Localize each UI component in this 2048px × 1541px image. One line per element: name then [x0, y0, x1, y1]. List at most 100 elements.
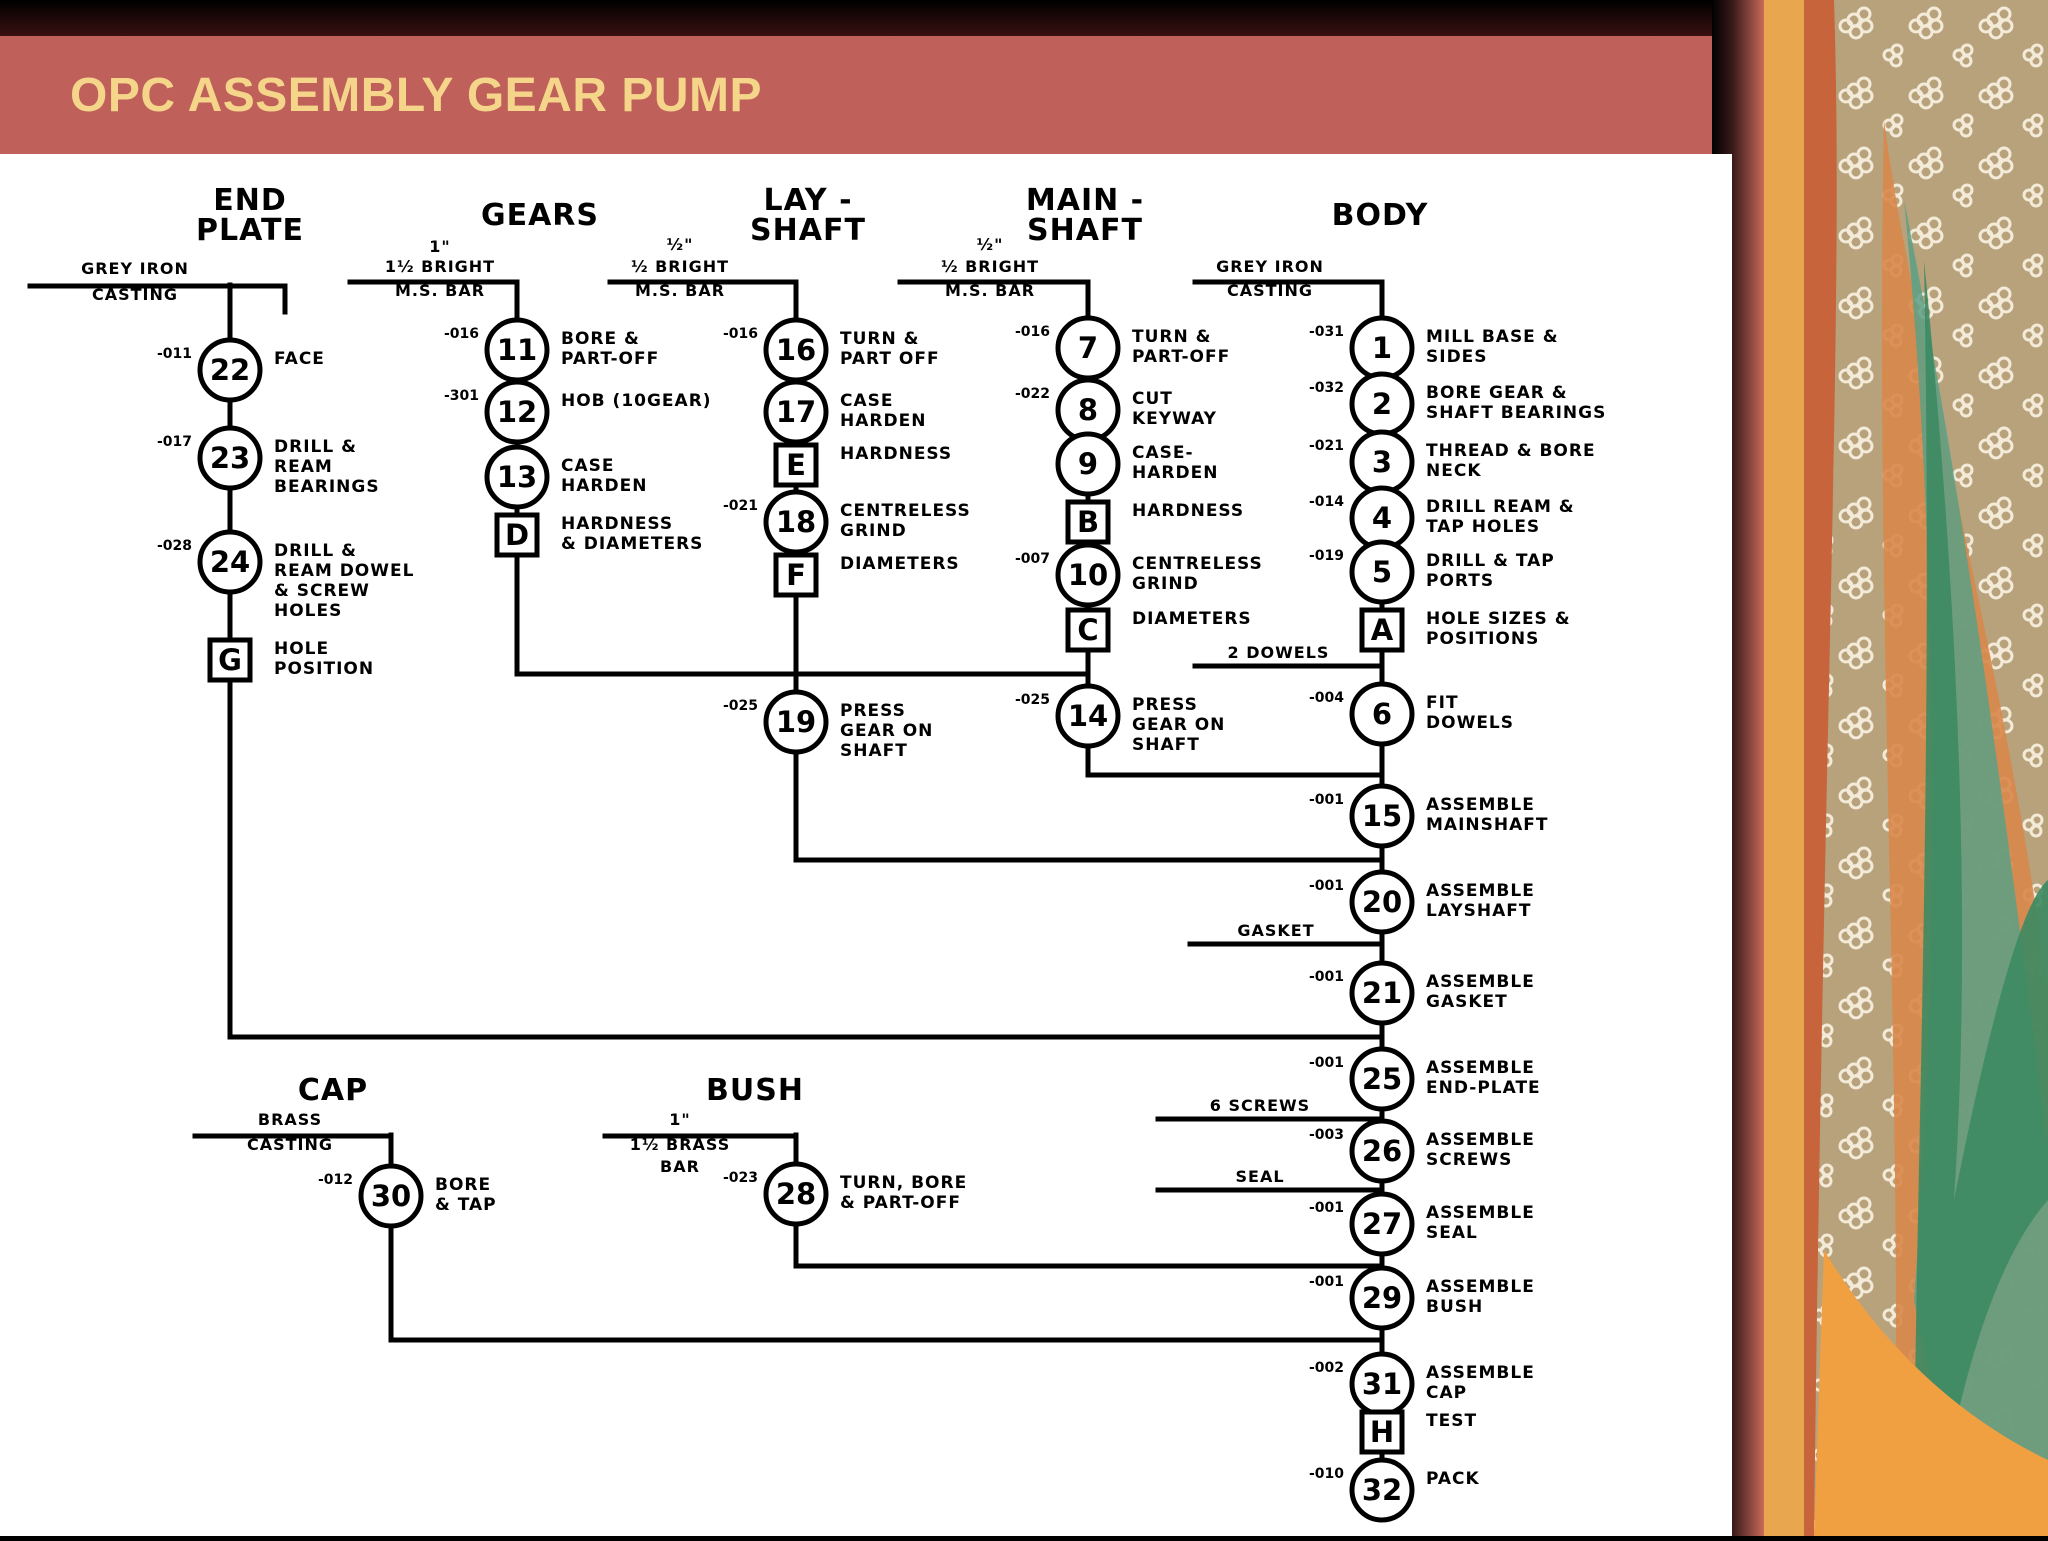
column-header-layshaft: LAY -	[763, 183, 852, 218]
material-gears: M.S. BAR	[395, 281, 485, 300]
operation-circle-10	[1055, 542, 1121, 608]
node-number-15: 15	[1362, 799, 1402, 833]
operation-label-3: NECK	[1426, 461, 1482, 481]
operation-circle-6	[1349, 681, 1415, 747]
time-code-24: -028	[157, 538, 192, 554]
decorative-curtain	[1764, 0, 2048, 1536]
operation-label-1: SIDES	[1426, 347, 1488, 367]
operation-circle-29	[1349, 1265, 1415, 1331]
operation-circle-19	[763, 689, 829, 755]
operation-circle-13	[484, 444, 550, 510]
time-code-14: -025	[1015, 692, 1050, 708]
inspection-box-F	[773, 552, 819, 598]
time-code-25: -001	[1309, 1055, 1344, 1071]
operation-circle-18	[763, 489, 829, 555]
column-header-mainshaft: MAIN -	[1026, 183, 1144, 218]
operation-label-19: GEAR ON	[840, 721, 933, 741]
node-number-14: 14	[1068, 699, 1108, 733]
material-mainshaft: ½ BRIGHT	[941, 257, 1039, 276]
node-number-22: 22	[210, 353, 250, 387]
operation-label-D: & DIAMETERS	[561, 534, 703, 554]
node-number-31: 31	[1362, 1367, 1402, 1401]
operation-circle-9	[1055, 431, 1121, 497]
inspection-box-B	[1065, 499, 1111, 545]
inspection-box-C	[1065, 607, 1111, 653]
time-code-10: -007	[1015, 551, 1050, 567]
node-number-6: 6	[1372, 697, 1392, 731]
operation-circle-21	[1349, 960, 1415, 1026]
operation-label-A: POSITIONS	[1426, 629, 1539, 649]
operation-circle-25	[1349, 1046, 1415, 1112]
operation-label-1: MILL BASE &	[1426, 327, 1559, 347]
material-line-gears	[347, 279, 520, 311]
operation-label-28: & PART-OFF	[840, 1193, 961, 1213]
material-cap: BRASS	[258, 1110, 322, 1129]
material-bush: BAR	[660, 1157, 700, 1176]
operation-circle-15	[1349, 783, 1415, 849]
operation-label-14: GEAR ON	[1132, 715, 1225, 735]
operation-label-7: PART-OFF	[1132, 347, 1230, 367]
node-number-29: 29	[1362, 1281, 1402, 1315]
time-code-29: -001	[1309, 1274, 1344, 1290]
column-header-layshaft: SHAFT	[750, 213, 866, 248]
material-layshaft: ½"	[667, 235, 694, 254]
operation-label-24: & SCREW	[274, 581, 370, 601]
operation-label-2: BORE GEAR &	[1426, 383, 1568, 403]
time-code-22: -011	[157, 346, 192, 362]
operation-label-9: HARDEN	[1132, 463, 1218, 483]
node-number-21: 21	[1362, 976, 1402, 1010]
operation-circle-17	[763, 379, 829, 445]
node-number-2: 2	[1372, 387, 1392, 421]
operation-label-C: DIAMETERS	[1132, 609, 1252, 629]
material-cap: CASTING	[247, 1135, 333, 1154]
operation-label-30: & TAP	[435, 1195, 497, 1215]
input-label-screws: 6 SCREWS	[1210, 1096, 1310, 1115]
operation-label-10: CENTRELESS	[1132, 554, 1263, 574]
column-header-cap: CAP	[298, 1073, 368, 1108]
slide-title: OPC ASSEMBLY GEAR PUMP	[70, 69, 763, 122]
node-number-30: 30	[371, 1179, 411, 1213]
node-number-F: F	[786, 558, 806, 592]
material-line-body	[1192, 279, 1385, 311]
operation-label-F: DIAMETERS	[840, 554, 960, 574]
operation-label-19: PRESS	[840, 701, 906, 721]
operation-label-13: HARDEN	[561, 476, 647, 496]
column-header-bush: BUSH	[706, 1073, 804, 1108]
column-header-end-plate: END	[213, 183, 287, 218]
operation-label-8: KEYWAY	[1132, 409, 1217, 429]
time-code-6: -004	[1309, 690, 1344, 706]
node-number-12: 12	[497, 395, 537, 429]
operation-label-22: FACE	[274, 349, 325, 369]
time-code-2: -032	[1309, 380, 1344, 396]
operation-label-25: ASSEMBLE	[1426, 1058, 1535, 1078]
operation-circle-24	[197, 529, 263, 595]
material-line-layshaft	[607, 279, 799, 311]
operation-circle-30	[358, 1163, 424, 1229]
operation-label-23: REAM	[274, 457, 333, 477]
time-code-1: -031	[1309, 324, 1344, 340]
material-body: GREY IRON	[1216, 257, 1324, 276]
time-code-3: -021	[1309, 438, 1344, 454]
operation-label-21: ASSEMBLE	[1426, 972, 1535, 992]
operation-label-20: ASSEMBLE	[1426, 881, 1535, 901]
time-code-20: -001	[1309, 878, 1344, 894]
inspection-box-A	[1359, 607, 1405, 653]
material-gears: 1½ BRIGHT	[385, 257, 495, 276]
node-number-A: A	[1371, 613, 1394, 647]
operation-circle-27	[1349, 1191, 1415, 1257]
operation-label-G: POSITION	[274, 659, 374, 679]
operation-label-15: MAINSHAFT	[1426, 815, 1548, 835]
time-code-28: -023	[723, 1170, 758, 1186]
time-code-15: -001	[1309, 792, 1344, 808]
operation-label-14: PRESS	[1132, 695, 1198, 715]
input-label-seal: SEAL	[1235, 1167, 1284, 1186]
material-line-mainshaft	[897, 279, 1091, 311]
time-code-5: -019	[1309, 548, 1344, 564]
operation-label-28: TURN, BORE	[840, 1173, 967, 1193]
node-number-5: 5	[1372, 555, 1392, 589]
operation-label-29: ASSEMBLE	[1426, 1277, 1535, 1297]
node-number-1: 1	[1372, 331, 1392, 365]
time-code-26: -003	[1309, 1127, 1344, 1143]
operation-label-14: SHAFT	[1132, 735, 1200, 755]
operation-label-21: GASKET	[1426, 992, 1508, 1012]
